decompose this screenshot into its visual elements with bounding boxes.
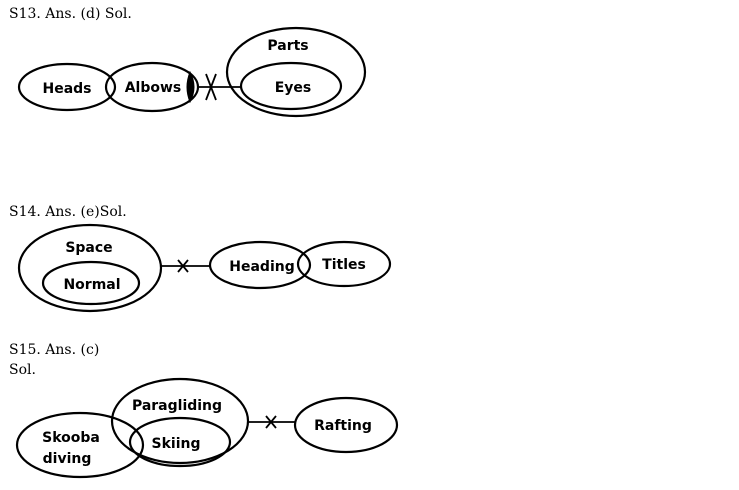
s15-header: S15. Ans. (c) xyxy=(9,342,100,358)
s15-skooba-diving-circle xyxy=(15,411,145,479)
s15-skooba-label-line1: Skooba xyxy=(42,430,100,446)
s14-normal-circle xyxy=(41,260,141,306)
s13-eyes-label: Eyes xyxy=(275,80,312,96)
s13-cross-mark xyxy=(205,73,217,101)
s15-skiing-circle xyxy=(128,416,232,468)
s14-heading-label: Heading xyxy=(229,259,294,275)
s15-rafting-label: Rafting xyxy=(314,418,372,434)
s15-paragliding-label: Paragliding xyxy=(132,398,222,414)
s14-titles-label: Titles xyxy=(322,257,366,273)
s15-diagram: Paragliding Skiing Skooba diving Rafting xyxy=(15,377,399,479)
s15-skooba-label-line2: diving xyxy=(43,451,92,467)
s15-skiing-label: Skiing xyxy=(152,436,201,452)
s14-normal-label: Normal xyxy=(63,277,120,293)
s14-cross-mark xyxy=(177,259,189,273)
s15-cross-mark xyxy=(265,415,277,429)
s13-albows-shaded-segment xyxy=(186,70,195,104)
s15-rafting-circle xyxy=(293,396,399,454)
s13-heads-label: Heads xyxy=(42,81,91,97)
s14-diagram: Space Normal Heading Titles xyxy=(17,223,392,313)
s14-heading-circle xyxy=(208,240,312,290)
s13-diagram: Heads Albows Parts Eyes xyxy=(17,26,367,118)
s13-parts-label: Parts xyxy=(267,38,308,54)
s13-heads-circle xyxy=(17,62,117,112)
s15-paragliding-circle xyxy=(110,377,250,465)
s14-titles-circle xyxy=(296,240,392,288)
s13-parts-circle xyxy=(225,26,367,118)
s13-header: S13. Ans. (d) Sol. xyxy=(9,6,132,22)
s14-header: S14. Ans. (e)Sol. xyxy=(9,204,127,220)
s14-space-circle xyxy=(17,223,163,313)
s15-subheader: Sol. xyxy=(9,362,36,378)
s13-eyes-circle xyxy=(239,61,343,111)
s13-albows-label: Albows xyxy=(125,80,182,96)
s14-space-label: Space xyxy=(65,240,112,256)
